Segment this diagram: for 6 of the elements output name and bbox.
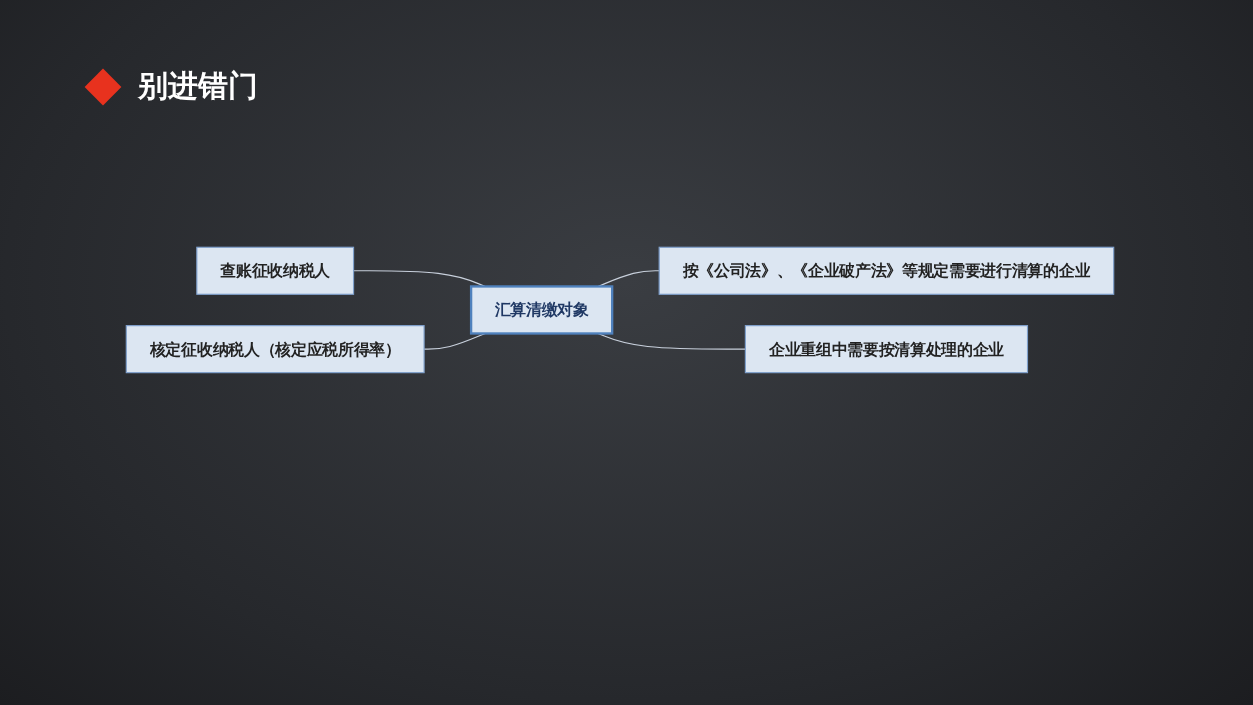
node-box: 企业重组中需要按清算处理的企业	[744, 325, 1029, 374]
node-box: 核定征收纳税人（核定应税所得率）	[125, 325, 425, 374]
node-box: 汇算清缴对象	[469, 285, 614, 335]
node-box: 按《公司法》、《企业破产法》等规定需要进行清算的企业	[658, 246, 1115, 295]
node-box: 查账征收纳税人	[196, 246, 355, 295]
slide-title: 别进错门	[138, 67, 258, 105]
